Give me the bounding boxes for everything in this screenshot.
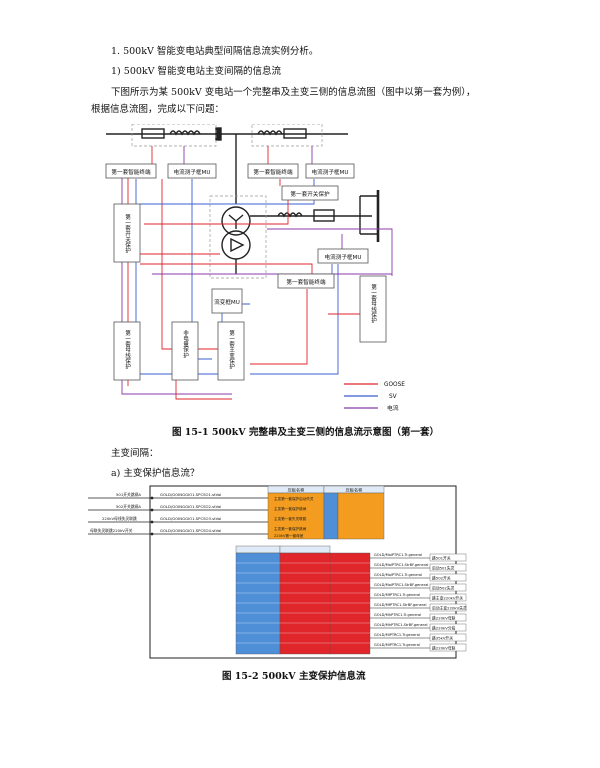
box-ct-mu: 流变框MU bbox=[214, 298, 240, 306]
box-smart-terminal-2: 第一套智能终端 bbox=[253, 168, 293, 176]
box-non-electrical-protection: 非电量保护 bbox=[182, 329, 189, 359]
figure-1-caption: 图 15-1 500kV 完整串及主变三侧的信息流示意图（第一套） bbox=[172, 427, 439, 438]
out-label-1: GOLD/MolPTRC1.Tr.general bbox=[374, 553, 422, 557]
input-label-2: GOLD/GOINGGIO1.SPCSO2.stVal bbox=[160, 504, 221, 509]
top-cell-4: 主变第一套保护跳闸 bbox=[274, 526, 307, 531]
box-bus-protection-1: 第一套母线保护 bbox=[124, 329, 131, 371]
input-label-4: GOLD/GOINGGIO1.SPCSO4.stVal bbox=[160, 528, 221, 533]
top-cell-2: 主变第一套保护跳闸 bbox=[274, 506, 307, 511]
output-8: 跳220kV分段 bbox=[432, 626, 456, 631]
output-7: 跳220kV母联 bbox=[432, 616, 456, 621]
input-bus-coupler-failure: 母联失灵联跳220kV开关 bbox=[90, 528, 133, 533]
output-2: 启动501失灵 bbox=[432, 566, 455, 571]
paragraph-line-1: 下图所示为某 500kV 变电站一个完整串及主变三侧的信息流图（图中以第一套为例… bbox=[111, 87, 476, 98]
input-502-trip: 502开关跳闸A bbox=[116, 504, 141, 509]
output-10: 跳220kV母联 bbox=[432, 646, 456, 651]
output-4: 启动502失灵 bbox=[432, 586, 455, 591]
section-heading: 主变间隔： bbox=[111, 448, 159, 459]
out-label-10: GOLD/MlPTRC1.Tr.general bbox=[374, 643, 420, 647]
box-transformer-protection: 第一套主变保护 bbox=[228, 329, 235, 371]
figure-2-transformer-protection-flow: 501开关跳闸A 502开关跳闸A 220kV母线失灵联跳 母联失灵联跳220k… bbox=[88, 484, 468, 662]
figure-2-svg: 501开关跳闸A 502开关跳闸A 220kV母线失灵联跳 母联失灵联跳220k… bbox=[88, 485, 467, 659]
top-cell-1: 主变第一套保护启动失灵 bbox=[274, 496, 314, 501]
out-label-8: GOLD/MhPTRC1.StrBF.general bbox=[374, 623, 428, 627]
out-label-9: GOLD/MlPTRC1.Tr.general bbox=[374, 633, 420, 637]
out-label-4: GOLD/MolPTRC1.StrBF.general bbox=[374, 583, 428, 587]
header-left: 压板名称 bbox=[288, 487, 305, 494]
out-label-3: GOLD/MolPTRC1.Tr.general bbox=[374, 573, 422, 577]
paragraph-line-2: 根据信息流图，完成以下问题： bbox=[91, 104, 225, 115]
top-cell-5: 220kV第一套母差 bbox=[274, 533, 304, 538]
box-breaker-protection-vertical: 第一套开关保护 bbox=[124, 213, 131, 255]
box-bus-protection-2: 第一套母线保护 bbox=[370, 283, 377, 325]
out-label-5: GOLD/MfPTRC1.Tr.general bbox=[374, 593, 420, 597]
header-right: 压板名称 bbox=[346, 487, 363, 494]
top-cell-3: 主变第一套失灵联跳 bbox=[274, 516, 307, 521]
output-3: 跳502开关 bbox=[432, 576, 451, 581]
input-label-3: GOLD/GOINGGIO1.SPCSO3.stVal bbox=[160, 516, 221, 521]
box-smart-terminal-1: 第一套智能终端 bbox=[111, 168, 151, 176]
list-item-2: 1) 500kV 智能变电站主变间隔的信息流 bbox=[111, 66, 282, 77]
question-a: a) 主变保护信息流？ bbox=[111, 468, 200, 479]
box-current-mu-1: 电流测子框MU bbox=[174, 168, 211, 176]
output-5: 跳主变220kV开关 bbox=[432, 596, 463, 601]
box-current-mu-2: 电流测子框MU bbox=[312, 168, 349, 176]
legend-sv: SV bbox=[389, 394, 397, 400]
out-label-2: GOLD/MolPTRC1.StrBF.general bbox=[374, 563, 428, 567]
figure-2-caption: 图 15-2 500kV 主变保护信息流 bbox=[222, 671, 366, 682]
box-current-mu-3: 电流测子框MU bbox=[325, 253, 362, 261]
output-1: 跳501开关 bbox=[432, 556, 451, 561]
legend-goose: GOOSE bbox=[384, 382, 405, 388]
box-breaker-protection: 第一套开关保护 bbox=[290, 190, 330, 198]
output-6: 启动主变220kV失灵 bbox=[432, 606, 467, 611]
out-label-6: GOLD/MfPTRC1.StrBF.general bbox=[374, 603, 427, 607]
input-label-1: GOLD/GOINGGIO1.SPCSO1.stVal bbox=[160, 492, 221, 497]
box-smart-terminal-3: 第一套智能终端 bbox=[286, 278, 326, 286]
legend-current: 电流 bbox=[387, 404, 399, 412]
input-501-trip: 501开关跳闸A bbox=[116, 492, 141, 497]
figure-1-information-flow: 第一套智能终端 电流测子框MU 第一套智能终端 电流测子框MU 第一套开关保护 … bbox=[92, 123, 458, 416]
out-label-7: GOLD/MhPTRC1.Tr.general bbox=[374, 613, 421, 617]
list-item-1: 1. 500kV 智能变电站典型间隔信息流实例分析。 bbox=[111, 46, 319, 57]
figure-1-svg: 第一套智能终端 电流测子框MU 第一套智能终端 电流测子框MU 第一套开关保护 … bbox=[105, 123, 405, 412]
output-9: 跳35kV开关 bbox=[432, 636, 453, 641]
input-220kv-bus-failure: 220kV母线失灵联跳 bbox=[102, 516, 137, 521]
